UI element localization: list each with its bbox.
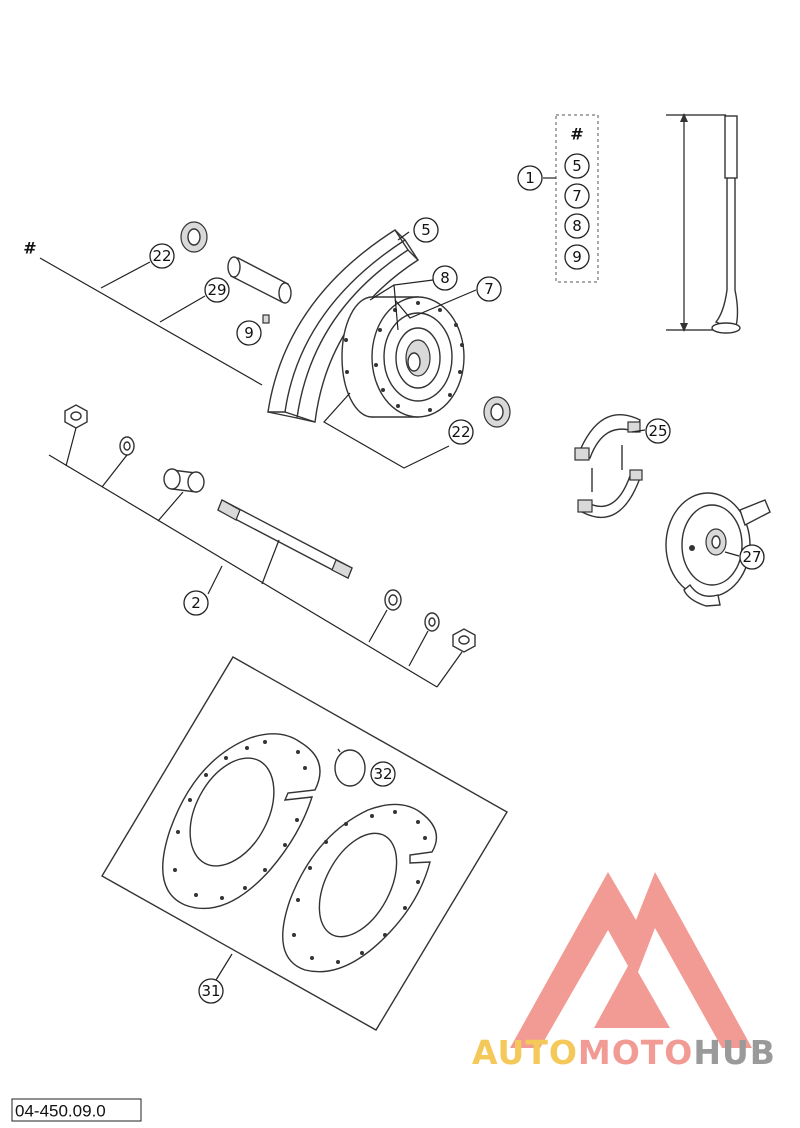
callout-2: 2 [183, 590, 209, 616]
watermark-text-auto: AUTO [472, 1033, 578, 1072]
assembly-list-hash: # [570, 125, 583, 144]
svg-text:9: 9 [572, 248, 582, 266]
spacer-tube [227, 256, 292, 304]
gasket-kit-box [101, 656, 508, 1031]
brake-plate-part [665, 492, 771, 607]
gasket-right-part [282, 803, 438, 973]
axle-tick-7 [436, 651, 463, 688]
axle-tick-2 [101, 454, 128, 488]
svg-text:1: 1 [525, 169, 535, 187]
callout-29: 29 [204, 277, 230, 303]
washer-left [119, 436, 135, 456]
callout-5: 5 [413, 217, 439, 243]
callout-25: 25 [645, 418, 671, 444]
leader-22b [323, 392, 450, 469]
leader-25 [631, 429, 646, 433]
gasket-left-part [162, 733, 321, 910]
svg-text:7: 7 [572, 187, 582, 205]
callout-1: 1 [517, 165, 543, 191]
svg-text:5: 5 [421, 221, 431, 239]
hash-mark: # [23, 239, 36, 258]
callout-22-bottom: 22 [448, 419, 474, 445]
leader-2 [207, 565, 223, 595]
hash-leader [39, 257, 263, 386]
callout-9: 9 [236, 320, 262, 346]
watermark-triangle-icon [510, 872, 752, 1048]
svg-text:32: 32 [373, 765, 392, 783]
assembly-list-item-9: 9 [564, 244, 590, 270]
svg-text:2: 2 [191, 594, 201, 612]
leader-31 [215, 953, 233, 981]
leader-8 [369, 279, 434, 331]
bearing-right [483, 396, 511, 428]
callout-22-top: 22 [149, 243, 175, 269]
axle-part [217, 499, 353, 579]
svg-text:31: 31 [201, 982, 220, 1000]
spacer-left [163, 468, 205, 493]
svg-text:7: 7 [484, 280, 494, 298]
assembly-list-item-8: 8 [564, 213, 590, 239]
watermark-text-hub: HUB [693, 1033, 776, 1072]
spacer-right [384, 589, 402, 611]
svg-text:27: 27 [742, 548, 761, 566]
axle-tick-4 [261, 539, 280, 585]
rim-part [267, 229, 420, 423]
axle-baseline [48, 454, 438, 688]
callout-7: 7 [476, 276, 502, 302]
axle-tick-5 [368, 609, 388, 643]
svg-text:29: 29 [207, 281, 226, 299]
brake-shoes-part [574, 414, 643, 519]
leader-29 [159, 295, 206, 323]
watermark-logo [510, 872, 752, 1048]
nut-right [452, 628, 476, 653]
watermark-text-moto: MOTO [578, 1033, 693, 1072]
svg-text:5: 5 [572, 157, 582, 175]
assembly-list-item-7: 7 [564, 183, 590, 209]
leader-27 [724, 551, 740, 557]
leader-7 [394, 289, 477, 319]
hub-part [341, 296, 465, 418]
callout-31: 31 [198, 978, 224, 1004]
spoke-part [666, 113, 741, 334]
bearing-top [180, 221, 208, 253]
doc-number: 04-450.09.0 [15, 1102, 106, 1121]
callout-27: 27 [739, 544, 765, 570]
svg-text:22: 22 [451, 423, 470, 441]
svg-text:AUTOMOTOHUB: AUTOMOTOHUB [472, 1033, 776, 1072]
svg-text:8: 8 [440, 269, 450, 287]
axle-tick-3 [157, 491, 184, 522]
assembly-list-item-5: 5 [564, 153, 590, 179]
washer-right [424, 612, 440, 632]
snap-ring-part [334, 748, 366, 787]
axle-tick-1 [65, 427, 77, 467]
svg-text:25: 25 [648, 422, 667, 440]
leader-22a [100, 261, 151, 289]
svg-text:9: 9 [244, 324, 254, 342]
leader-5 [397, 231, 410, 241]
axle-tick-6 [408, 630, 429, 667]
svg-text:22: 22 [152, 247, 171, 265]
svg-text:8: 8 [572, 217, 582, 235]
doc-number-box [11, 1098, 142, 1122]
nipple-small [262, 314, 270, 324]
assembly-list-box [555, 114, 599, 283]
callout-8: 8 [432, 265, 458, 291]
nut-left [64, 404, 88, 429]
callout-32: 32 [370, 761, 396, 787]
